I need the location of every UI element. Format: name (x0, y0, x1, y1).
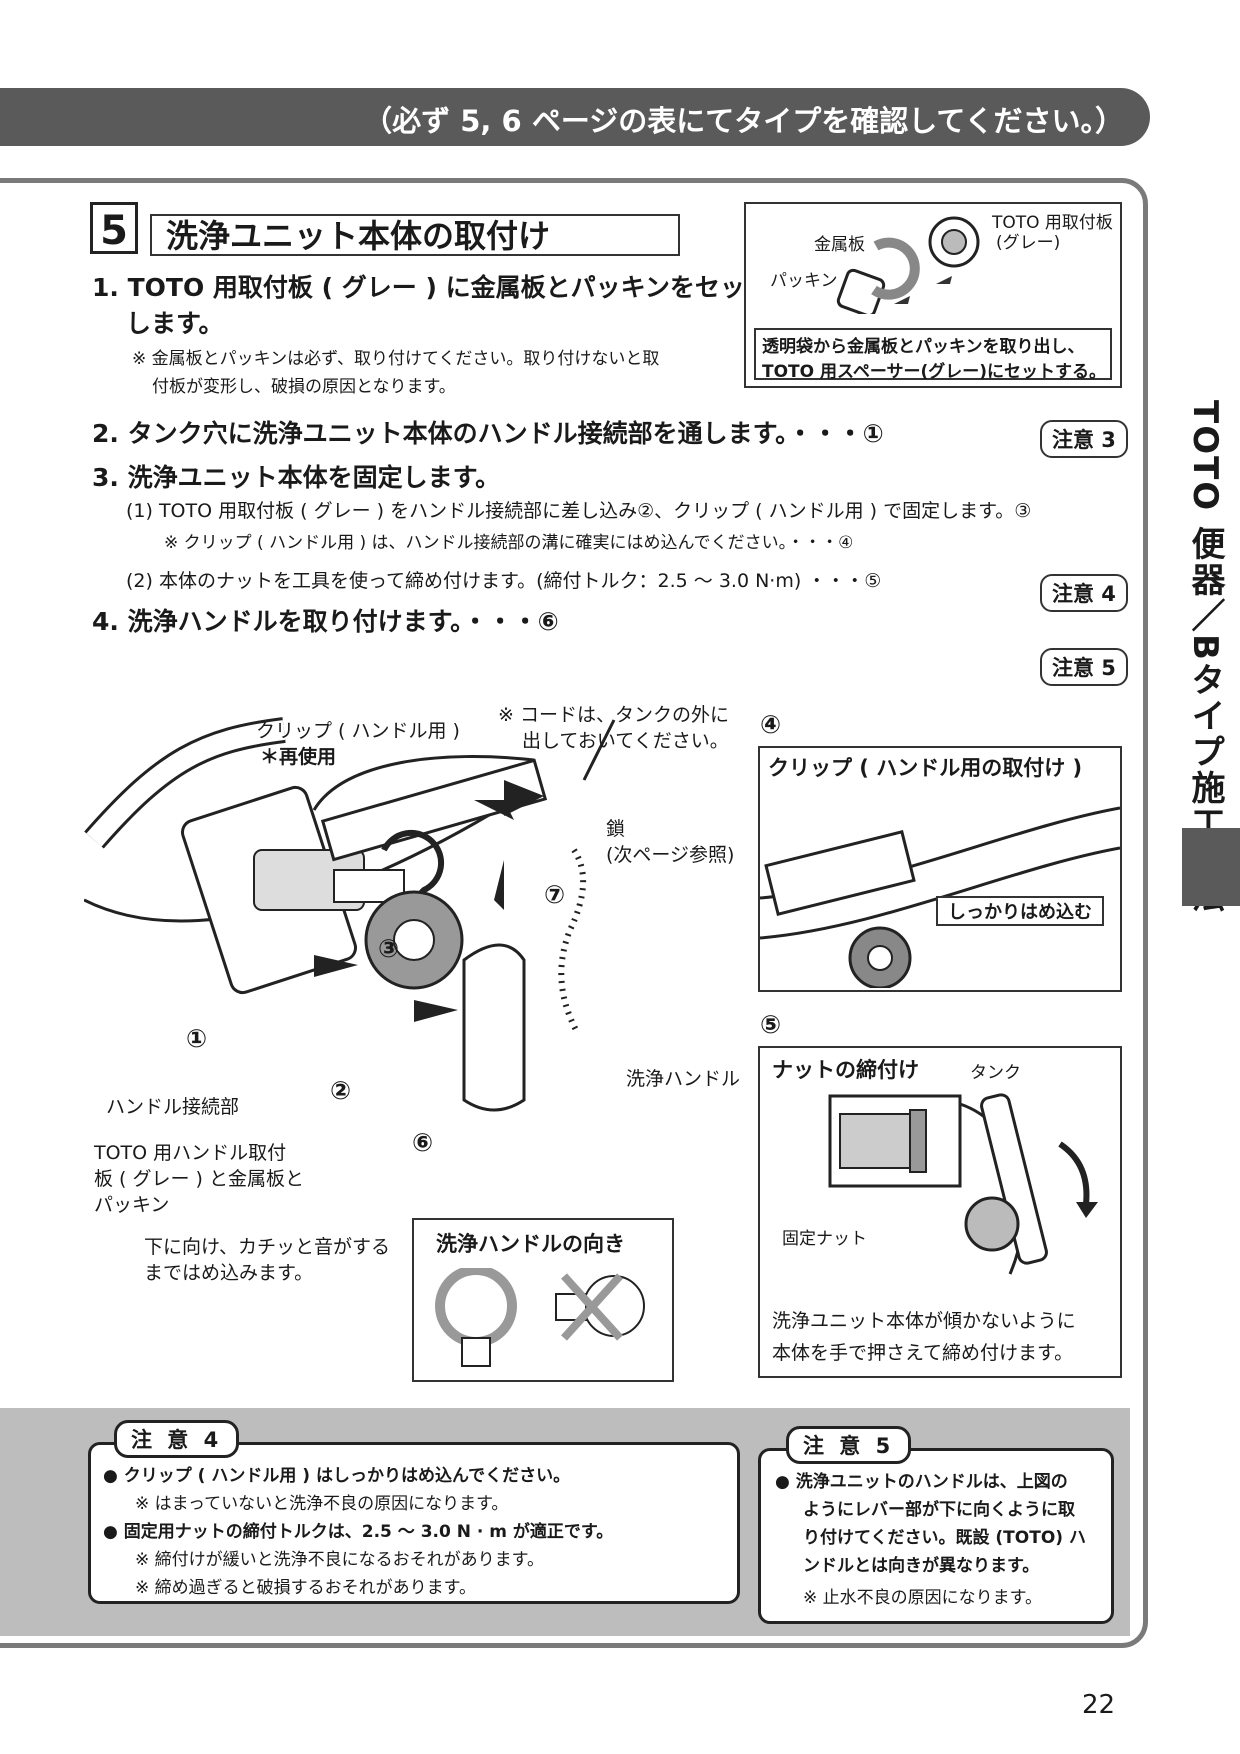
marker-2: ② (330, 1076, 352, 1105)
handle-orientation-box: 洗浄ハンドルの向き (412, 1218, 674, 1382)
label-handle-joint: ハンドル接続部 (106, 1096, 240, 1118)
caution-5-line1: ● 洗浄ユニットのハンドルは、上図の (775, 1472, 1068, 1492)
caution-3-tag: 注意 3 (1040, 420, 1128, 458)
instruction-3-1: (1) TOTO 用取付板 ( グレー ) をハンドル接続部に差し込み②、クリッ… (126, 500, 1032, 522)
parts-illustration (836, 216, 980, 314)
label-chain-ref: (次ページ参照) (606, 844, 735, 866)
caution-4-line2: ※ はまっていないと洗浄不良の原因になります。 (135, 1494, 509, 1514)
box4-tag: しっかりはめ込む (936, 896, 1104, 926)
step-title: 洗浄ユニット本体の取付け (150, 214, 680, 256)
orientation-title: 洗浄ハンドルの向き (436, 1232, 625, 1256)
orientation-illustration (435, 1268, 645, 1367)
instruction-3-2: (2) 本体のナットを工具を使って締め付けます。(締付トルク：2.5 ～ 3.0… (126, 570, 882, 592)
caution-5-box: ● 洗浄ユニットのハンドルは、上図の ようにレバー部が下に向くように取 り付けて… (758, 1448, 1114, 1624)
marker-6: ⑥ (412, 1128, 434, 1157)
box4-title: クリップ ( ハンドル用の取付け ) (768, 756, 1083, 780)
label-metal-plate: 金属板 (814, 235, 865, 255)
label-reuse: ＊再使用 (260, 746, 337, 768)
instruction-2: 2. タンク穴に洗浄ユニット本体のハンドル接続部を通します。・・・① (92, 419, 884, 448)
caution-4-line4: ※ 締付けが緩いと洗浄不良になるおそれがあります。 (135, 1550, 544, 1570)
caution-5-tag: 注意 5 (1040, 648, 1128, 686)
instruction-1-cont: します。 (126, 309, 224, 338)
label-flush-handle: 洗浄ハンドル (626, 1068, 741, 1090)
side-tab-marker (1182, 828, 1240, 906)
main-installation-diagram (84, 717, 616, 1112)
label-handle-plate-cont: 板 ( グレー ) と金属板と (94, 1168, 304, 1190)
label-press-note-cont: まではめ込みます。 (144, 1262, 314, 1284)
box5-title: ナットの締付け (772, 1058, 919, 1082)
box4-number: ④ (760, 710, 782, 739)
instruction-4: 4. 洗浄ハンドルを取り付けます。・・・⑥ (92, 607, 559, 636)
caution-5-line4: ンドルとは向きが異なります。 (803, 1556, 1040, 1576)
caution-4-tag: 注意 4 (1040, 574, 1128, 612)
clip-install-box: クリップ ( ハンドル用の取付け ) しっかりはめ込む (758, 746, 1122, 992)
parts-caption-line1: 透明袋から金属板とパッキンを取り出し、 (762, 337, 1085, 357)
marker-3: ③ (378, 934, 400, 963)
label-plate: TOTO 用取付板 (992, 213, 1113, 233)
parts-box: TOTO 用取付板 (グレー) 金属板 パッキン 透明袋から金属板とパッキンを取… (744, 202, 1122, 388)
nut-tightening-box: ナットの締付け タンク 固定ナット 洗浄ユニット本体が傾かないように 本体を手で… (758, 1046, 1122, 1378)
page-number: 22 (1082, 1690, 1116, 1720)
instruction-1: 1. TOTO 用取付板 ( グレー ) に金属板とパッキンをセット (92, 273, 770, 302)
parts-caption-line2: TOTO 用スペーサー(グレー)にセットする。 (762, 362, 1107, 382)
label-chain: 鎖 (606, 818, 626, 840)
parts-caption: 透明袋から金属板とパッキンを取り出し、 TOTO 用スペーサー(グレー)にセット… (754, 328, 1112, 382)
label-cord-note-cont: 出しておいてください。 (522, 730, 729, 752)
nut-tightening-illustration (828, 1093, 1098, 1275)
caution-5-line5: ※ 止水不良の原因になります。 (803, 1588, 1042, 1608)
label-cord-note: ※ コードは、タンクの外に (498, 704, 729, 726)
instruction-1-note: ※ 金属板とパッキンは必ず、取り付けてください。取り付けないと取 (132, 349, 660, 369)
caution-4-box: ● クリップ ( ハンドル用 ) はしっかりはめ込んでください。 ※ はまってい… (88, 1442, 740, 1604)
instruction-3-1-note: ※ クリップ ( ハンドル用 ) は、ハンドル接続部の溝に確実にはめ込んでくださ… (164, 533, 854, 553)
label-clip: クリップ ( ハンドル用 ) (256, 720, 460, 742)
label-packing: パッキン (770, 271, 838, 291)
content-frame (0, 178, 1148, 1648)
instruction-3: 3. 洗浄ユニット本体を固定します。 (92, 463, 501, 492)
box5-number: ⑤ (760, 1010, 782, 1039)
instruction-1-note-cont: 付板が変形し、破損の原因となります。 (152, 377, 456, 397)
caution-4-line3: ● 固定用ナットの締付トルクは、2.5 ～ 3.0 N · m が適正です。 (103, 1522, 614, 1542)
caution-4-line5: ※ 締め過ぎると破損するおそれがあります。 (135, 1578, 476, 1598)
marker-1: ① (186, 1024, 208, 1053)
caution-5-heading: 注 意 5 (786, 1426, 912, 1464)
banner-text: （必ず 5, 6 ページの表にてタイプを確認してください。） (363, 104, 1124, 138)
label-handle-plate: TOTO 用ハンドル取付 (94, 1142, 287, 1164)
header-banner: （必ず 5, 6 ページの表にてタイプを確認してください。） (0, 88, 1150, 146)
caution-5-line3: り付けてください。既設 (TOTO) ハ (803, 1528, 1086, 1548)
label-press-note: 下に向け、カチッと音がする (144, 1236, 391, 1258)
caution-4-heading: 注 意 4 (114, 1420, 240, 1458)
step-number: 5 (90, 202, 138, 254)
label-plate-color: (グレー) (996, 233, 1061, 253)
box5-caption-line1: 洗浄ユニット本体が傾かないように (772, 1310, 1076, 1332)
box5-nut-label: 固定ナット (782, 1229, 867, 1249)
clip-install-illustration (760, 806, 1120, 988)
box5-caption-line2: 本体を手で押さえて締め付けます。 (772, 1342, 1074, 1364)
box5-tank-label: タンク (970, 1063, 1021, 1083)
marker-7: ⑦ (544, 880, 566, 909)
caution-4-line1: ● クリップ ( ハンドル用 ) はしっかりはめ込んでください。 (103, 1466, 571, 1486)
label-handle-plate-end: パッキン (94, 1194, 170, 1216)
caution-5-line2: ようにレバー部が下に向くように取 (803, 1500, 1075, 1520)
